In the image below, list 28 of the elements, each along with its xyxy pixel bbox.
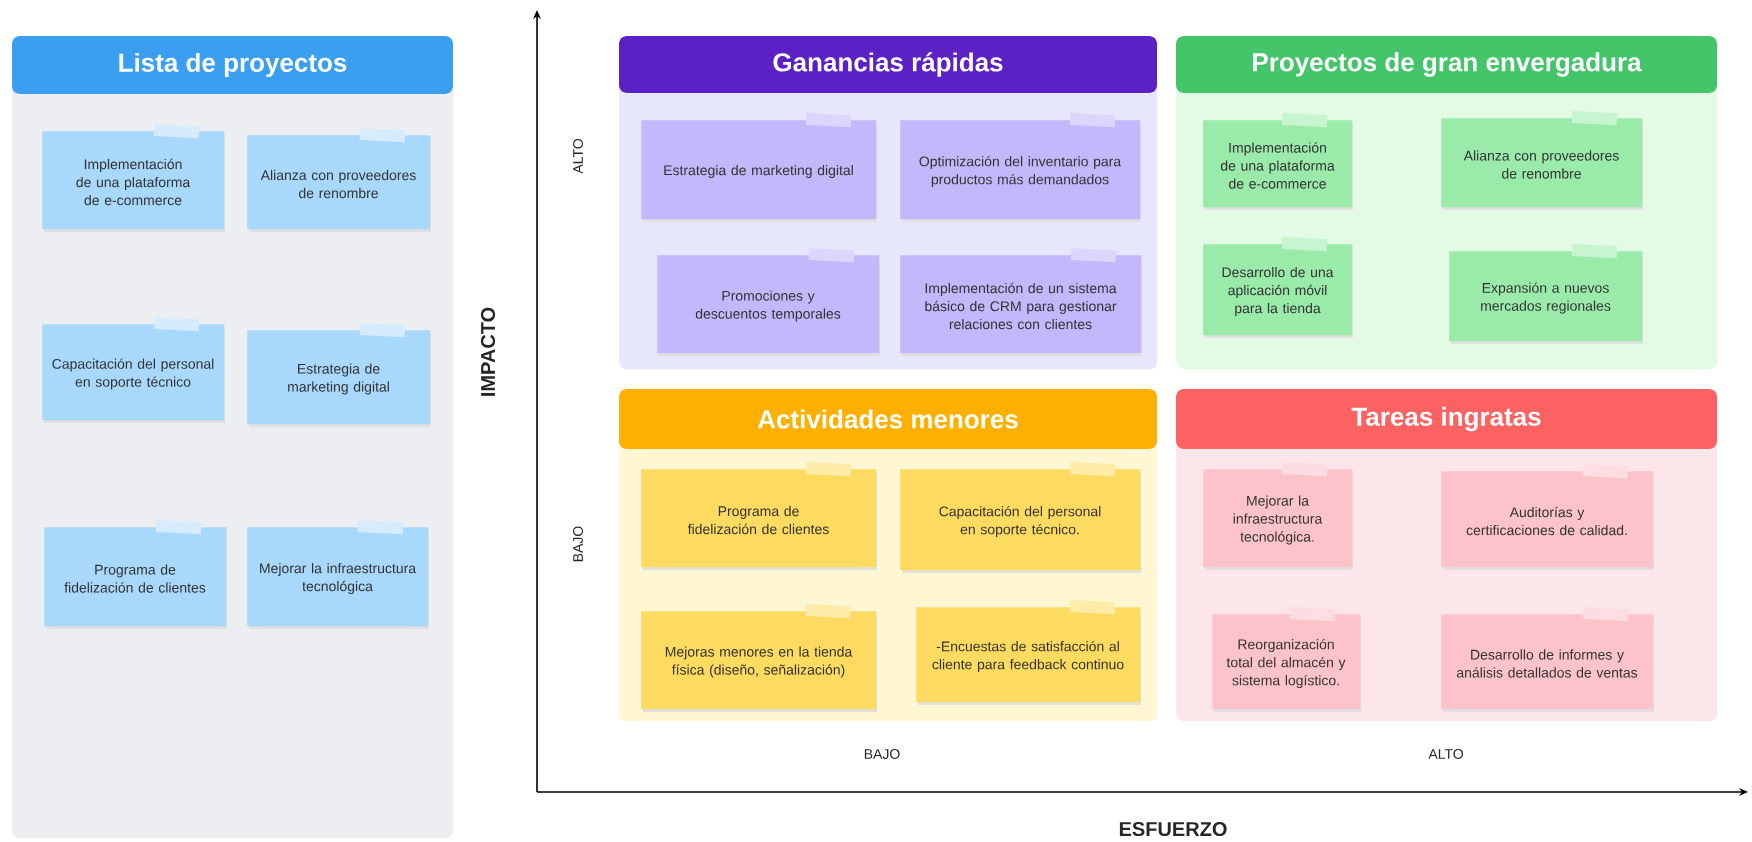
- sticky-note: Desarrollo de informes y análisis detallados de ventas: [1441, 606, 1654, 712]
- sticky-note: Mejoras menores en la tienda física (diseño, señalización): [641, 603, 877, 712]
- sticky-note: Promociones y descuentos temporales: [657, 247, 880, 356]
- sticky-note: Estrategia de marketing digital: [641, 112, 877, 222]
- sticky-note: Estrategia de marketing digital: [247, 322, 431, 427]
- sticky-note: Expansión a nuevos mercados regionales: [1449, 243, 1643, 344]
- sticky-note: Programa de fidelización de clientes: [44, 519, 227, 629]
- sticky-note: Alianza con proveedores de renombre: [1441, 110, 1643, 210]
- sticky-note: Implementación de una plataforma de e-commerce: [42, 123, 225, 232]
- sticky-note: Alianza con proveedores de renombre: [247, 127, 431, 232]
- sticky-note: Reorganización total del almacén y sistema logístico.: [1212, 606, 1361, 712]
- sticky-note: Desarrollo de una aplicación móvil para la tienda: [1203, 236, 1353, 338]
- axis-title: IMPACTO: [480, 307, 496, 396]
- sticky-note: -Encuestas de satisfacción al cliente para feedback continuo: [916, 599, 1141, 705]
- sticky-note: Implementación de una plataforma de e-commerce: [1203, 112, 1353, 210]
- sticky-note: Implementación de un sistema básico de CRM para gestionar relaciones con clientes: [900, 247, 1142, 356]
- sticky-note: Auditorías y certificaciones de calidad.: [1441, 463, 1654, 570]
- axis-label: BAJO: [573, 526, 583, 562]
- sticky-note: Programa de fidelización de clientes: [641, 461, 877, 570]
- axis-label: BAJO: [864, 749, 900, 759]
- sticky-note: Mejorar la infraestructura tecnológica: [247, 519, 429, 629]
- sticky-note: Capacitación del personal en soporte técnico: [42, 316, 225, 423]
- sticky-note: Optimización del inventario para productos más demandados: [900, 112, 1141, 222]
- axis-title: ESFUERZO: [1119, 821, 1227, 837]
- sticky-note: Mejorar la infraestructura tecnológica.: [1203, 461, 1353, 570]
- sticky-note: Capacitación del personal en soporte técnico.: [900, 461, 1141, 573]
- axis-label: ALTO: [573, 139, 583, 174]
- axis-label: ALTO: [1428, 749, 1463, 759]
